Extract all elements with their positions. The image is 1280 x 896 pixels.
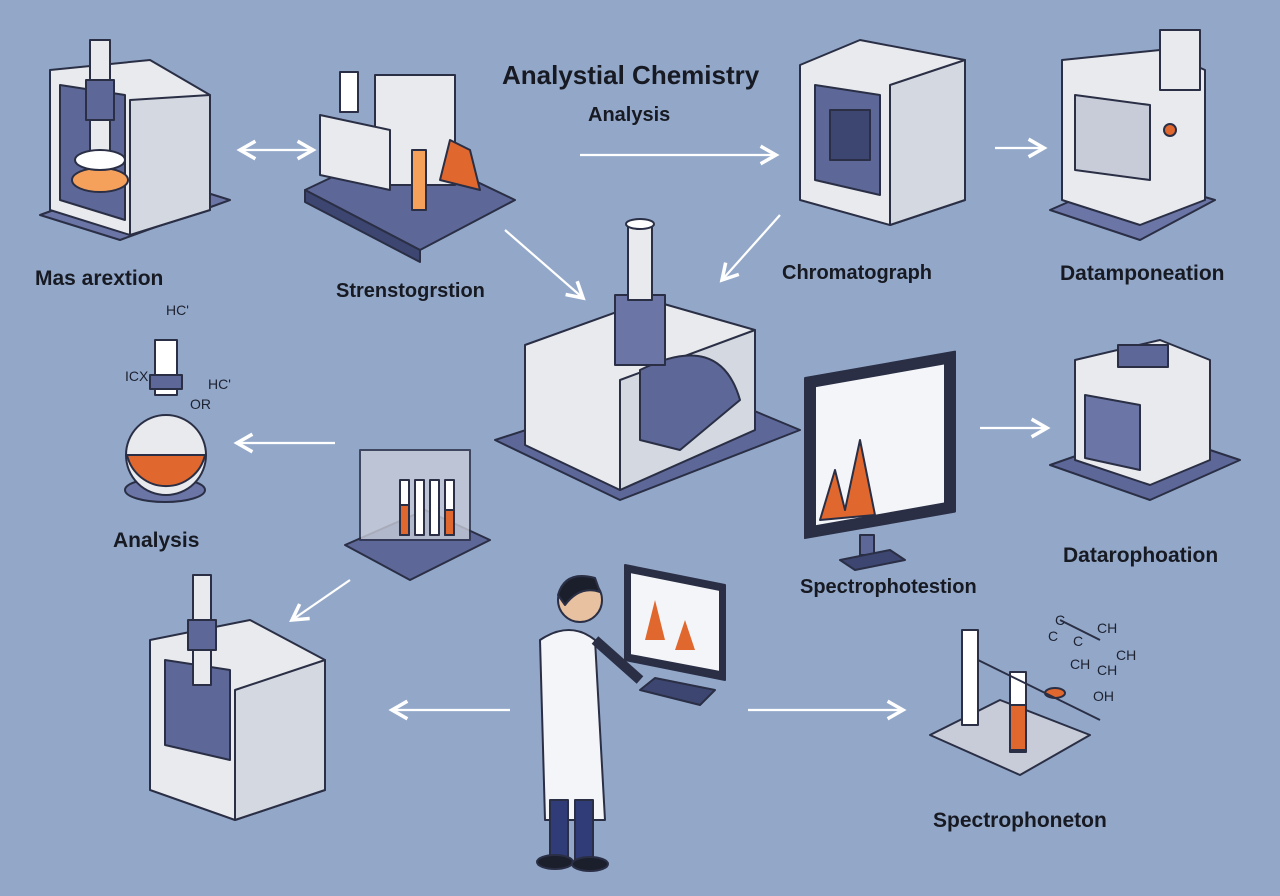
analyzer-device-right [1049,339,1241,501]
chem-label: CH [1097,620,1118,636]
arrow [504,229,586,301]
chem-label: C [1073,633,1084,649]
spectro-monitor [804,350,956,571]
chromatograph-device [799,39,966,226]
page-subtitle: Analysis [588,104,671,126]
chem-label: OR [190,396,211,412]
flow-arrows [233,137,1051,721]
scientist-figure [536,564,726,872]
mass-spectrometer-device [39,39,231,241]
arrow [289,579,351,623]
label-chromatograph: Chromatograph [782,262,932,284]
chem-label: ICX [125,368,149,384]
chem-label: HC' [208,376,231,392]
chem-label: C [1055,612,1066,628]
chem-label: OH [1093,688,1114,704]
test-tube-rack [344,449,491,581]
extraction-device-lower [149,574,326,821]
round-flask [124,339,207,503]
lab-bench-device [304,71,516,263]
label-mass-extraction: Mas arextion [35,267,164,290]
label-spectrophotestion: Spectrophotestion [800,576,977,598]
chem-label: HC' [166,302,189,318]
label-datarophoation: Datarophoation [1063,544,1219,567]
label-strenstogrstion: Strenstogrstion [336,280,485,302]
label-spectrophoneton: Spectrophoneton [933,809,1107,832]
label-analysis: Analysis [113,529,200,552]
page-title: Analystial Chemistry [502,60,760,90]
label-datamponeation: Datamponeation [1060,262,1225,285]
arrow [719,214,781,283]
central-analyzer-device [494,218,801,501]
chem-label: CH [1116,647,1137,663]
chem-label: C [1048,628,1059,644]
molecular-stand [929,619,1101,776]
data-processing-device [1049,29,1216,241]
chem-label: CH [1097,662,1118,678]
chem-label: CH [1070,656,1091,672]
